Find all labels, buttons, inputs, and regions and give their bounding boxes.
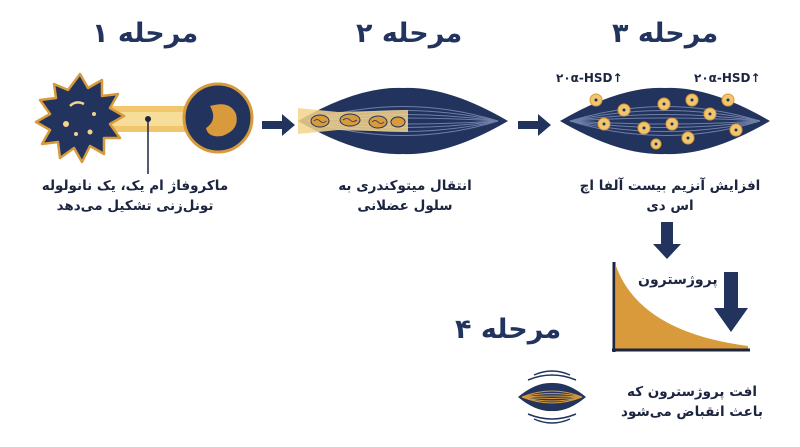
stage-4-caption: افت پروژسترون که باعث انقباض می‌شود: [604, 382, 780, 422]
arrow-stage-3-to-graph: [653, 222, 681, 259]
stage-1-illustration: [34, 72, 254, 174]
stage-1-caption-line-1: ماکروفاژ ام یک، یک نانولوله: [41, 178, 229, 194]
muscle-cell-body-3: [560, 87, 770, 155]
stage-4-caption-line-1: افت پروژسترون که: [627, 384, 757, 400]
stage-1-caption: ماکروفاژ ام یک، یک نانولوله تونل‌زنی تشک…: [40, 176, 230, 216]
decrease-arrow: [714, 272, 748, 332]
arrow-stage-2-to-3: [518, 114, 551, 136]
stage-1-title: مرحله ۱: [92, 18, 199, 49]
stage-2-caption: انتقال میتوکندری به سلول عضلانی: [320, 176, 490, 216]
hsd-label-left: ۲۰α-HSD↑: [556, 71, 623, 85]
stage-4-illustration: [518, 370, 586, 424]
stage-2-caption-line-2: سلول عضلانی: [357, 198, 453, 214]
contracting-muscle: [518, 382, 586, 412]
graph-label: پروژسترون: [638, 272, 718, 288]
stage-3-caption: افزایش آنزیم بیست آلفا اچ اس دی: [570, 176, 770, 216]
stage-4-title: مرحله ۴: [455, 314, 562, 345]
stage-3-title: مرحله ۳: [612, 18, 719, 49]
arrow-stage-1-to-2: [262, 114, 295, 136]
progesterone-graph: [612, 262, 750, 352]
progesterone-curve-area: [616, 266, 748, 350]
stage-3-illustration: [560, 87, 770, 155]
stage-2-caption-line-1: انتقال میتوکندری به: [338, 178, 472, 194]
stage-1-caption-line-2: تونل‌زنی تشکیل می‌دهد: [56, 198, 214, 214]
stage-2-title: مرحله ۲: [356, 18, 463, 49]
stage-4-caption-line-2: باعث انقباض می‌شود: [621, 404, 763, 420]
stage-3-caption-line-1: افزایش آنزیم بیست آلفا اچ: [579, 178, 761, 194]
hsd-label-right: ۲۰α-HSD↑: [694, 71, 761, 85]
stage-2-illustration: [298, 87, 508, 155]
stage-3-caption-line-2: اس دی: [646, 198, 694, 214]
